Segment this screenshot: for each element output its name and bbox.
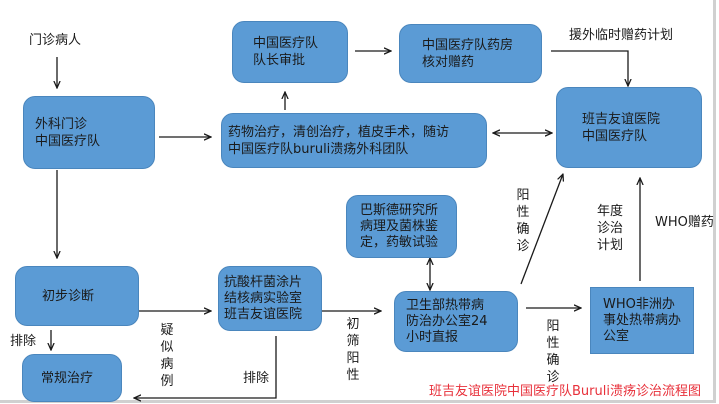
edge-label-confirmed-right: 阳 性 确 诊	[546, 318, 560, 386]
label-char: 例	[160, 374, 174, 389]
node-text: 定，药敏试验	[360, 234, 439, 250]
edge-label-exclude-left: 排除	[10, 334, 37, 349]
label-line: 年度	[597, 204, 624, 219]
node-pharmacy: 中国医疗队药房 核对赠药	[399, 24, 542, 83]
label-char: 确	[546, 353, 560, 368]
label-char: 确	[516, 222, 530, 237]
label-line: 诊治	[597, 221, 624, 236]
label-char: 阳	[346, 351, 360, 366]
node-text: 结核病实验室	[224, 290, 303, 306]
node-text: 事处热带病办	[603, 312, 682, 328]
label-char: 阳	[516, 188, 530, 203]
node-bangui-hospital: 班吉友谊医院 中国医疗队	[556, 87, 702, 168]
node-text: WHO非洲办	[603, 296, 675, 312]
node-initial-diagnosis: 初步诊断	[15, 266, 139, 326]
node-text: 巴斯德研究所	[360, 202, 439, 218]
node-text: 抗酸杆菌涂片	[224, 274, 303, 290]
outpatient-label: 门诊病人	[29, 33, 82, 48]
label-char: 疑	[160, 323, 174, 338]
node-afb-lab: 抗酸杆菌涂片 结核病实验室 班吉友谊医院	[218, 266, 322, 331]
edge-label-annual-plan: 年度 诊治 计划	[597, 203, 623, 254]
edge-label-aid-plan: 援外临时赠药计划	[569, 28, 674, 43]
node-text: 小时直报	[406, 329, 459, 345]
diagram-title: 班吉友谊医院中国医疗队Buruli溃疡诊治流程图	[429, 384, 701, 399]
node-text: 常规治疗	[41, 370, 94, 386]
label-line: 计划	[597, 238, 624, 253]
node-team-approval: 中国医疗队 队长审批	[232, 21, 348, 83]
label-char: 初	[346, 317, 360, 332]
node-text: 药物治疗，清创治疗，植皮手术，随访	[228, 124, 450, 140]
edge-label-exclude-bottom: 排除	[243, 371, 270, 386]
edge-label-screen-positive: 初 筛 阳 性	[346, 316, 360, 384]
label-char: 阳	[546, 319, 560, 334]
label-char: 诊	[546, 370, 560, 385]
node-treatment-team: 药物治疗，清创治疗，植皮手术，随访 中国医疗队buruli溃疡外科团队	[221, 113, 487, 168]
node-text: 卫生部热带病	[406, 297, 485, 313]
node-text: 队长审批	[253, 53, 306, 68]
node-text: 公室	[603, 328, 630, 344]
label-char: 似	[160, 340, 174, 355]
node-text: 核对赠药	[422, 54, 475, 70]
node-text: 中国医疗队	[582, 128, 648, 144]
node-text: 中国医疗队buruli溃疡外科团队	[228, 141, 409, 157]
label-char: 诊	[516, 239, 530, 254]
label-char: 性	[516, 205, 530, 220]
edge-label-who-donation: WHO赠药	[655, 215, 714, 230]
node-text: 中国医疗队	[35, 133, 101, 149]
label-char: 病	[160, 357, 174, 372]
node-text: 外科门诊	[35, 116, 88, 132]
label-char: 性	[546, 336, 560, 351]
edge-label-suspected: 疑 似 病 例	[160, 322, 174, 390]
arrow-ministry-to-hospital	[520, 174, 563, 285]
node-text: 病理及菌株鉴	[360, 218, 439, 234]
label-char: 筛	[346, 334, 360, 349]
node-text: 初步诊断	[42, 288, 95, 304]
label-char: 性	[346, 368, 360, 383]
node-text: 班吉友谊医院	[224, 306, 303, 322]
node-ministry-office: 卫生部热带病 防治办公室24 小时直报	[394, 291, 518, 352]
node-text: 中国医疗队	[253, 36, 319, 51]
node-who-office: WHO非洲办 事处热带病办 公室	[590, 287, 694, 354]
node-text: 班吉友谊医院	[582, 111, 661, 127]
node-pasteur-institute: 巴斯德研究所 病理及菌株鉴 定，药敏试验	[346, 195, 457, 258]
edge-label-confirmed-up: 阳 性 确 诊	[516, 187, 530, 255]
arrow-pharmacy-to-hospital	[551, 50, 628, 86]
node-text: 中国医疗队药房	[422, 37, 514, 53]
node-text: 防治办公室24	[406, 313, 488, 329]
node-surgery-clinic: 外科门诊 中国医疗队	[23, 96, 155, 169]
node-routine-treatment: 常规治疗	[22, 354, 122, 402]
arrow-lab-to-routine-exclude	[134, 336, 277, 398]
